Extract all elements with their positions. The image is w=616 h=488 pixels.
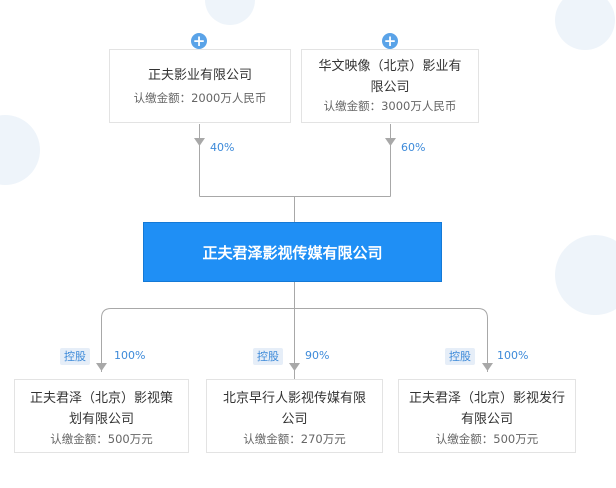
subsidiary-capital: 认缴金额：500万元 (435, 432, 539, 446)
subsidiary-capital: 认缴金额：270万元 (243, 432, 346, 446)
watermark-logo (555, 0, 615, 50)
shareholder-name: 正夫影业有限公司 (147, 68, 252, 83)
company-node[interactable]: 正夫君泽影视传媒有限公司 (143, 222, 442, 282)
subsidiary-name: 北京早行人影视传媒有限公司 (222, 391, 366, 427)
holding-tag: 控股 (60, 348, 90, 365)
subsidiary-card[interactable]: 正夫君泽（北京）影视策划有限公司 认缴金额：500万元 (14, 379, 189, 453)
holding-percent: 90% (305, 349, 330, 362)
share-percent: 60% (401, 141, 426, 154)
subsidiary-capital: 认缴金额：500万元 (50, 432, 153, 446)
subsidiary-card[interactable]: 正夫君泽（北京）影视发行有限公司 认缴金额：500万元 (398, 379, 576, 453)
plus-circle-icon[interactable]: + (382, 32, 398, 50)
company-name: 正夫君泽影视传媒有限公司 (202, 243, 383, 262)
share-percent: 40% (210, 141, 235, 154)
shareholder-card[interactable]: 正夫影业有限公司 认缴金额：2000万人民币 (109, 49, 291, 123)
holding-tag: 控股 (253, 348, 283, 365)
holding-percent: 100% (497, 349, 529, 362)
subsidiary-card[interactable]: 北京早行人影视传媒有限公司 认缴金额：270万元 (206, 379, 383, 453)
watermark-logo (555, 235, 616, 315)
shareholder-capital: 认缴金额：2000万人民币 (133, 91, 267, 105)
plus-circle-icon[interactable]: + (191, 32, 207, 50)
shareholder-name: 华文映像（北京）影业有限公司 (318, 59, 462, 95)
subsidiary-name: 正夫君泽（北京）影视发行有限公司 (409, 391, 566, 427)
holding-percent: 100% (114, 349, 146, 362)
shareholder-capital: 认缴金额：3000万人民币 (323, 99, 457, 113)
subsidiary-name: 正夫君泽（北京）影视策划有限公司 (29, 391, 173, 427)
holding-tag: 控股 (445, 348, 475, 365)
shareholder-card[interactable]: 华文映像（北京）影业有限公司 认缴金额：3000万人民币 (301, 49, 479, 123)
